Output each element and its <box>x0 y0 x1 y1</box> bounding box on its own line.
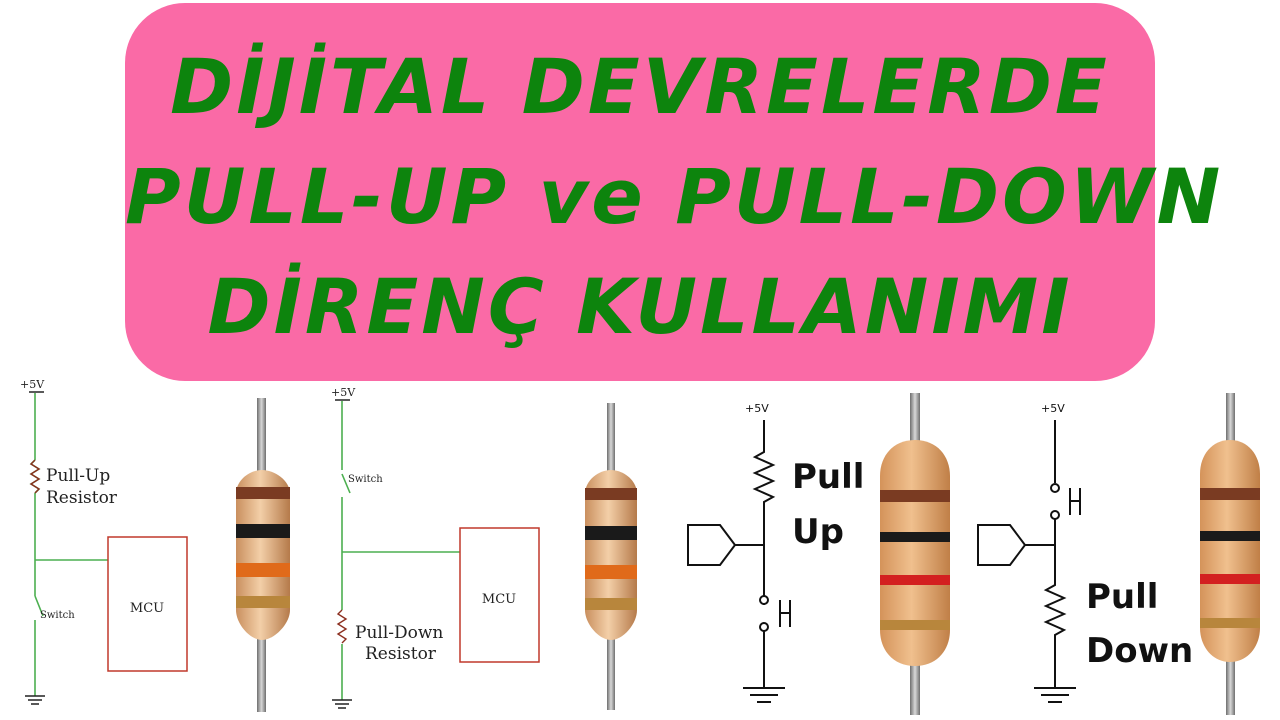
pullup-resistor-label-1: Pull-Up <box>46 466 110 486</box>
title-banner <box>125 3 1155 381</box>
resistor-photo-4 <box>1200 393 1260 715</box>
title-line-3: DİRENÇ KULLANIMI <box>207 262 1073 351</box>
symbol-pulldown-label-1: Pull <box>1086 577 1158 617</box>
ground-icon <box>743 631 785 703</box>
switch-contact <box>759 595 769 605</box>
switch-contact <box>1050 510 1060 520</box>
mcu-box <box>459 527 540 663</box>
ground-icon <box>1034 687 1076 703</box>
ground-icon <box>332 699 352 709</box>
input-pin-icon <box>977 524 1055 566</box>
switch-contact <box>759 622 769 632</box>
symbol-pullup: +5V Pull Up <box>687 402 864 703</box>
symbol-pullup-label-2: Up <box>792 512 844 552</box>
title-line-2: PULL-UP ve PULL-DOWN <box>125 152 1224 241</box>
pulldown-resistor-label-2: Resistor <box>365 644 437 664</box>
schematic-pulldown: +5V Switch MCU Pull-Down Resistor <box>331 386 540 709</box>
pulldown-resistor-symbol <box>336 609 348 644</box>
supply-label: +5V <box>331 386 356 399</box>
mcu-label: MCU <box>130 601 164 616</box>
pullup-resistor-symbol <box>752 420 776 605</box>
switch-contact <box>1050 483 1060 493</box>
pulldown-resistor-symbol <box>1043 519 1067 688</box>
symbol-pullup-label-1: Pull <box>792 457 864 497</box>
resistor-photo-2 <box>585 403 637 710</box>
resistor-photo-1 <box>236 398 290 712</box>
ground-icon <box>25 695 45 705</box>
pullup-resistor-symbol <box>29 459 41 494</box>
mcu-box <box>107 536 188 672</box>
symbol-pulldown-label-2: Down <box>1086 631 1193 671</box>
symbol-pulldown: +5V Pull Down <box>977 402 1193 703</box>
push-button-icon <box>1069 488 1081 515</box>
resistor-photo-3 <box>880 393 950 715</box>
pullup-resistor-label-2: Resistor <box>46 488 118 508</box>
pulldown-resistor-label-1: Pull-Down <box>355 623 443 643</box>
pulldown-wires <box>341 401 460 700</box>
title-line-1: DİJİTAL DEVRELERDE <box>170 42 1110 131</box>
schematic-pullup: +5V Pull-Up Resistor Switch MCU <box>20 378 188 705</box>
supply-label: +5V <box>1041 402 1065 415</box>
push-button-icon <box>779 600 791 627</box>
input-pin-icon <box>687 524 764 566</box>
supply-label: +5V <box>20 378 45 391</box>
pulldown-switch-label: Switch <box>348 474 383 485</box>
pullup-wires <box>29 393 108 696</box>
pullup-switch-label: Switch <box>40 610 75 621</box>
supply-label: +5V <box>745 402 769 415</box>
mcu-label: MCU <box>482 592 516 607</box>
